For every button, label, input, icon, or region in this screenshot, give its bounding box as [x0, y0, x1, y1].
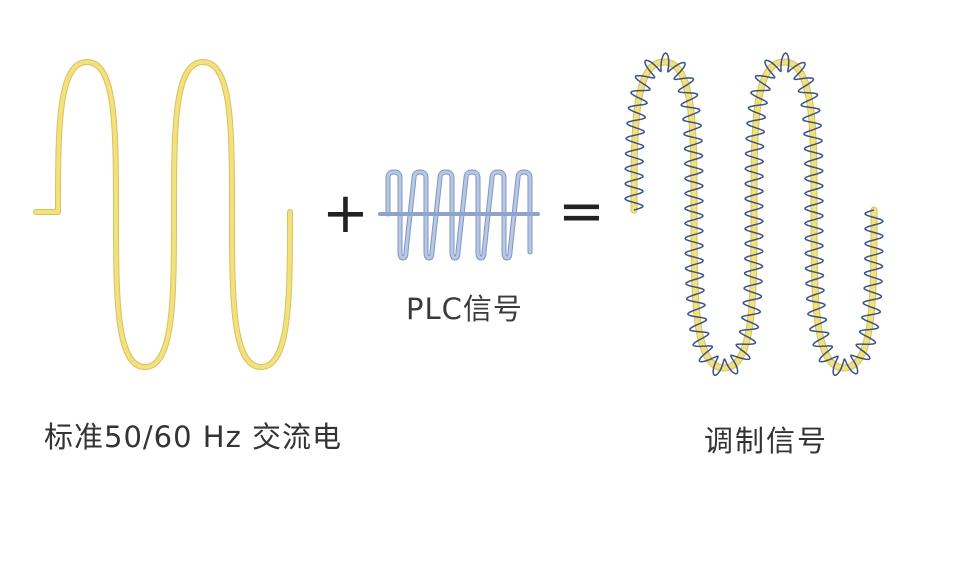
plc-label: PLC信号: [406, 292, 523, 326]
modulated-signal-group: [617, 52, 889, 376]
ac-wave-group: [33, 59, 305, 370]
modulated-label: 调制信号: [704, 424, 829, 458]
ac-label: 标准50/60 Hz 交流电: [44, 420, 343, 454]
modulated-ripple: [624, 52, 884, 376]
equals-operator: =: [558, 179, 605, 244]
plus-operator: +: [322, 181, 369, 246]
plc-signal-wave: [386, 170, 532, 260]
plc-signal-group: [378, 169, 540, 261]
